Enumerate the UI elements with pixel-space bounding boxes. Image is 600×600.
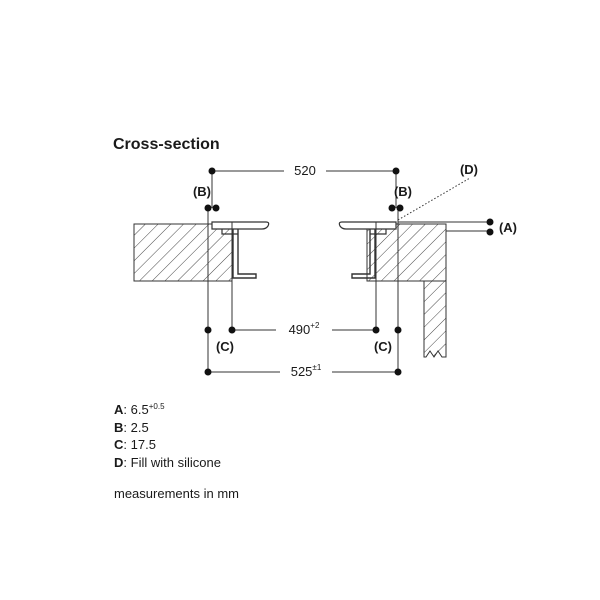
- cabinet-side-panel: [423, 280, 447, 358]
- dimension-dots: [204, 167, 494, 376]
- marker-c-right: (C): [374, 339, 392, 354]
- dimension-525-label: 525±1: [291, 363, 322, 379]
- dimension-lines: [207, 170, 490, 373]
- marker-a: (A): [499, 220, 517, 235]
- legend-item-d: D: Fill with silicone: [114, 454, 221, 470]
- legend: A: 6.5+0.5 B: 2.5 C: 17.5 D: Fill with s…: [114, 401, 221, 471]
- dimension-490-label: 490+2: [289, 321, 320, 337]
- units-note: measurements in mm: [114, 486, 239, 501]
- legend-item-b: B: 2.5: [114, 419, 149, 435]
- marker-b-right: (B): [394, 184, 412, 199]
- dimension-520-label: 520: [294, 163, 316, 178]
- legend-item-a: A: 6.5+0.5: [114, 402, 165, 417]
- marker-b-left: (B): [193, 184, 211, 199]
- hob-panel-right: [338, 221, 397, 279]
- worktop-right: [366, 223, 447, 282]
- hob-panel-left: [211, 221, 270, 279]
- worktop-left: [133, 223, 233, 282]
- legend-item-c: C: 17.5: [114, 437, 156, 452]
- marker-c-left: (C): [216, 339, 234, 354]
- diagram-title: Cross-section: [113, 136, 220, 153]
- marker-d: (D): [460, 162, 478, 177]
